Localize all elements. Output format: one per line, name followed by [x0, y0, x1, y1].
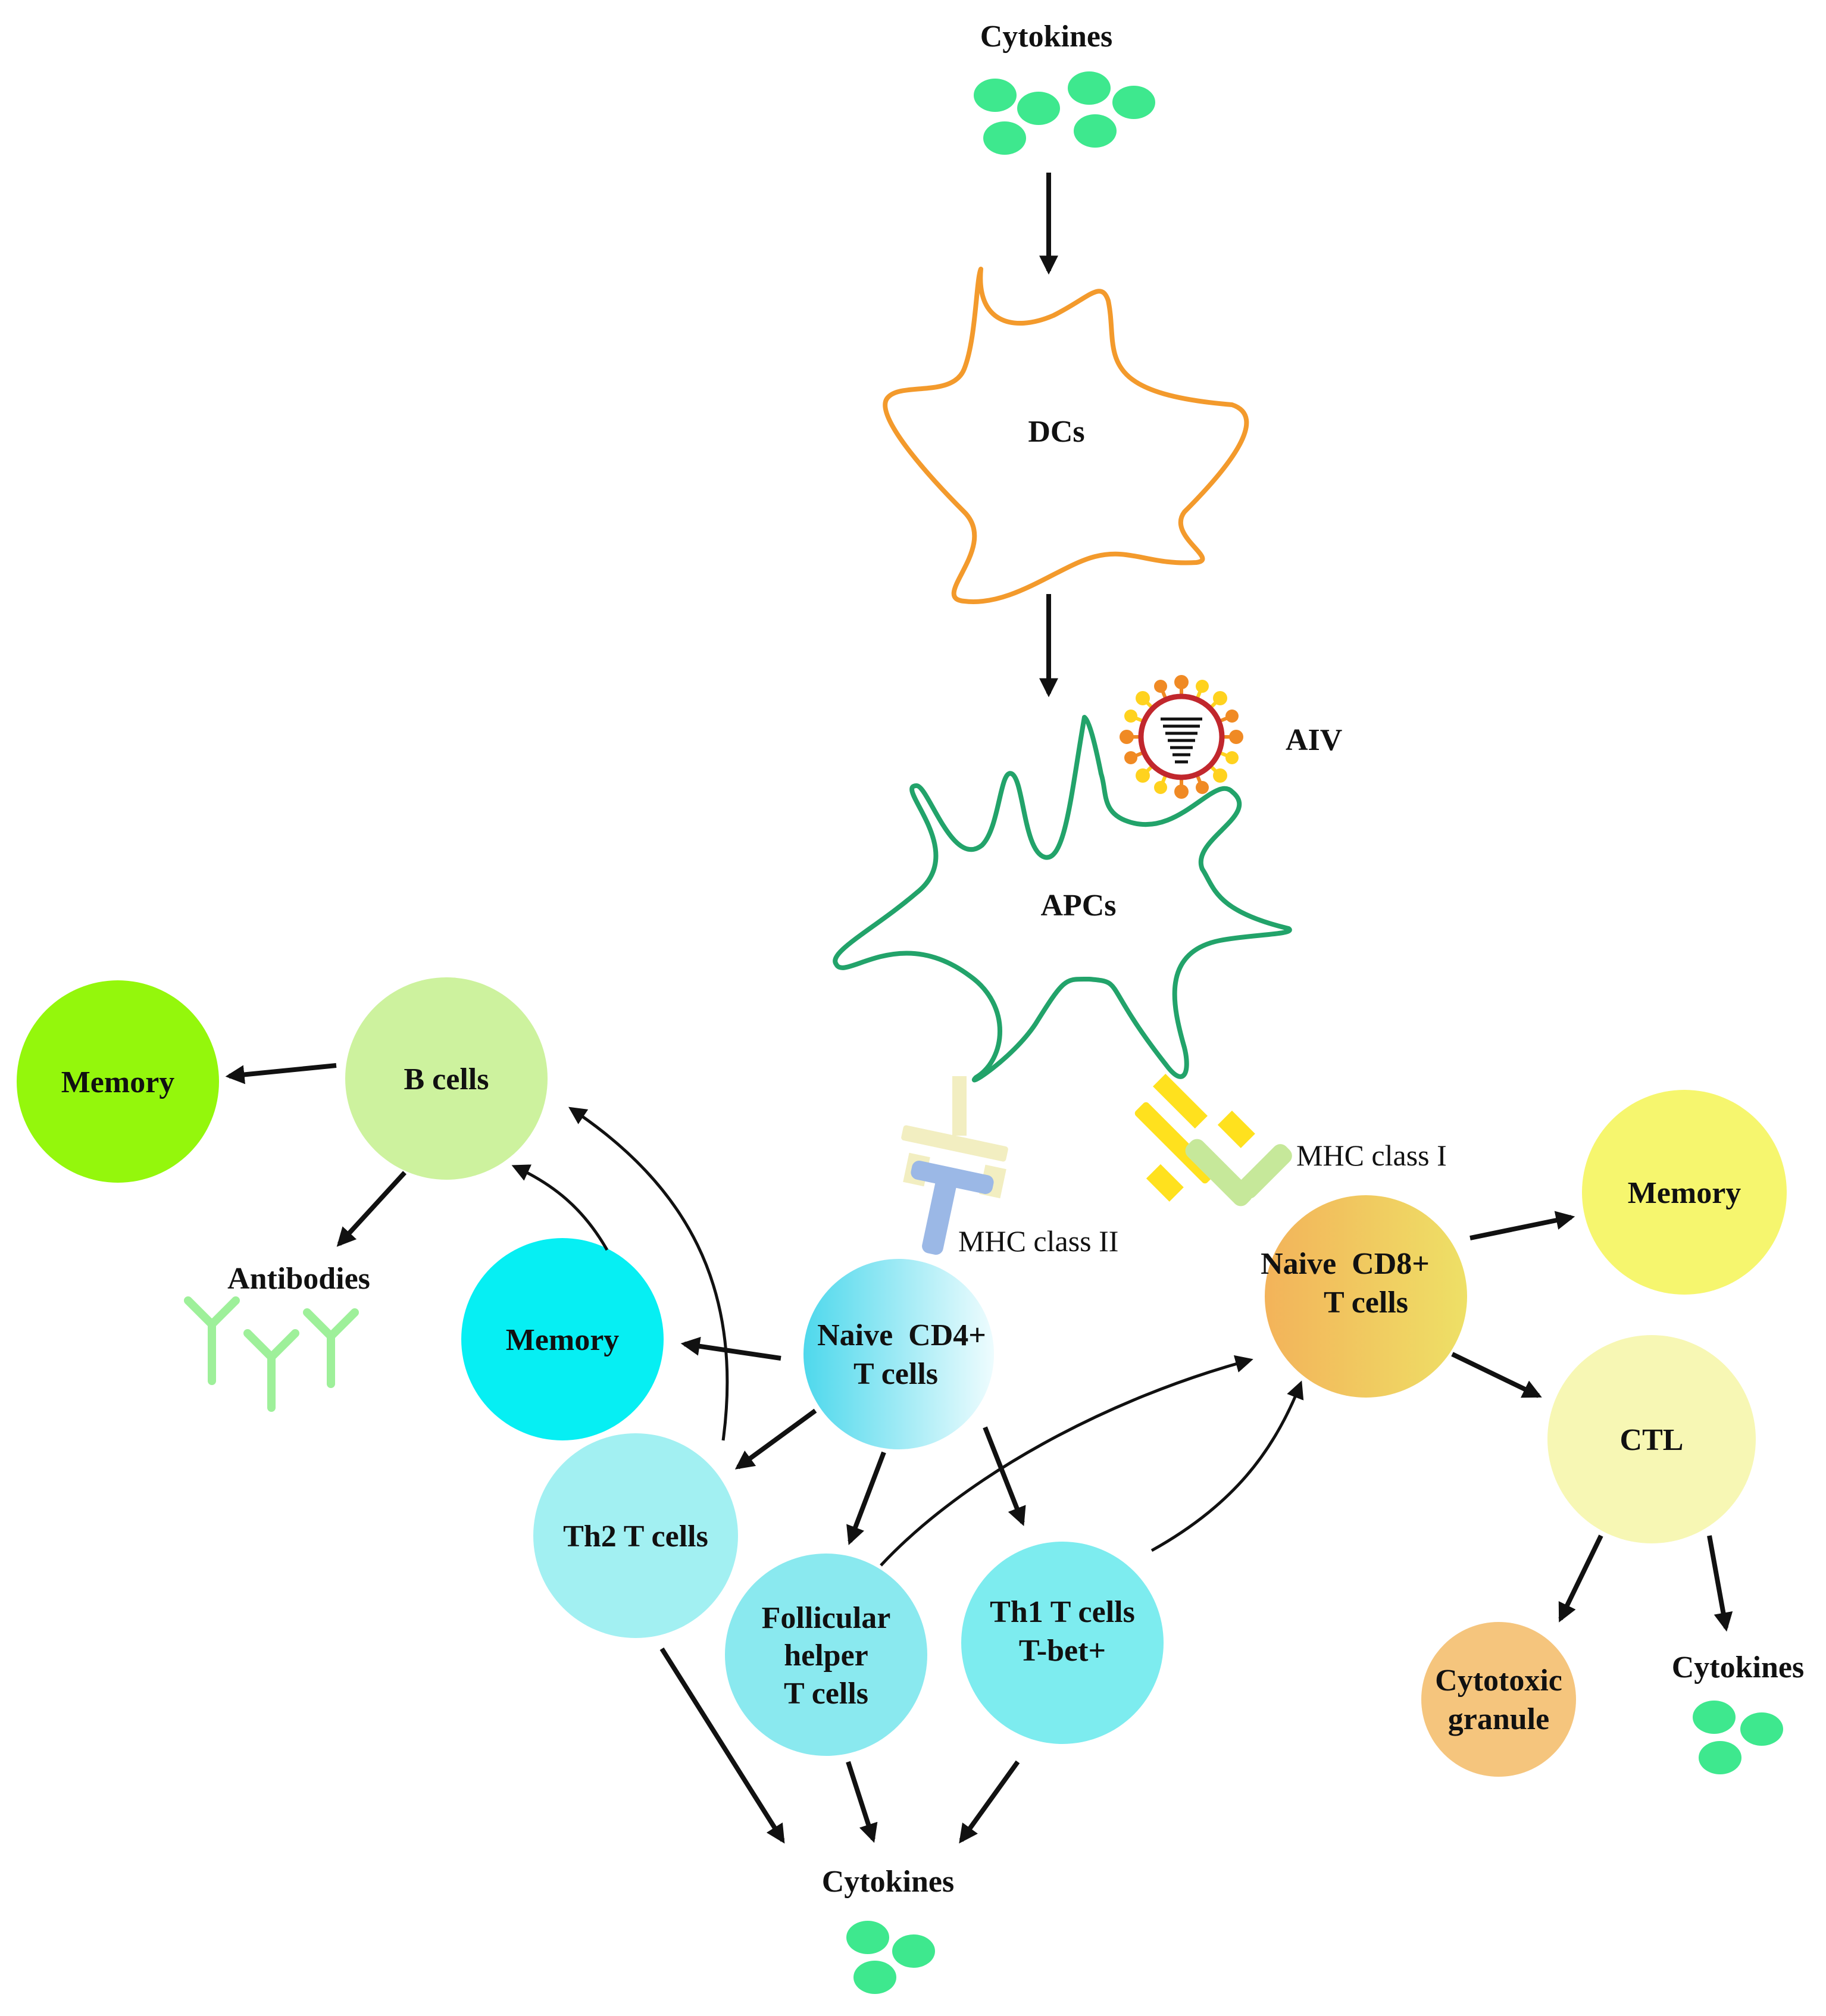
cytokines-bottom-label: Cytokines [822, 1865, 954, 1899]
arrow-bcells-to-memory [225, 1063, 337, 1084]
th1-label-line2: T-bet+ [1019, 1634, 1106, 1668]
dcs-label: DCs [1028, 415, 1084, 449]
th2-label: Th2 T cells [563, 1520, 708, 1554]
naive-cd4-label-line1: Naive CD4+ [817, 1318, 986, 1352]
apc-cell-shape [833, 715, 1292, 1083]
cytotoxic-label-line1: Cytotoxic [1435, 1664, 1562, 1698]
arrow-cd4-to-th1 [983, 1426, 1026, 1526]
b-cells-label: B cells [404, 1062, 489, 1096]
aiv-label: AIV [1286, 723, 1342, 757]
cytokine-dot [983, 121, 1026, 155]
memory-cd4-cell [461, 1238, 664, 1440]
aiv-virus-icon [1120, 675, 1243, 799]
arrow-cd4-to-tfh [846, 1451, 886, 1545]
cytokine-dot [1074, 114, 1117, 148]
cytokine-dot [1693, 1701, 1736, 1734]
memory-cd8-cell [1582, 1090, 1787, 1295]
cytokine-dot [1112, 86, 1155, 119]
b-cells-circle [345, 977, 548, 1180]
arrow-ctl-to-cytokines [1707, 1535, 1733, 1632]
cytokines-top-label: Cytokines [980, 20, 1112, 54]
arrow-th1-to-cytokines [959, 1760, 1020, 1844]
arrow-cd8-to-memory [1469, 1211, 1575, 1240]
cytokine-dot [974, 79, 1017, 112]
dc-cell-shape [883, 267, 1249, 604]
arrow-ctl-to-cytotoxic [1558, 1534, 1603, 1623]
mhc-class-ii-receptor [901, 1076, 1008, 1255]
cytotoxic-granule-cell [1421, 1622, 1576, 1777]
tfh-label-line2: helper [784, 1639, 868, 1673]
arrow-th2-to-cytokines [659, 1647, 785, 1844]
arrow-tfh-to-cytokines [846, 1761, 878, 1843]
follicular-helper-t-cells [725, 1554, 927, 1756]
cytokine-dot [1699, 1741, 1741, 1774]
ctl-label: CTL [1620, 1423, 1684, 1457]
cytokines-top-dots [974, 71, 1155, 155]
memory-b-label: Memory [61, 1065, 175, 1099]
apcs-label: APCs [1040, 889, 1116, 923]
cytokine-dot [1740, 1712, 1783, 1746]
curve-th2-to-bcells [568, 1107, 729, 1441]
cytokine-dot [1068, 71, 1111, 105]
ctl-cell [1547, 1335, 1756, 1543]
tfh-label-line1: Follicular [762, 1601, 891, 1635]
cytokines-ctl-dots [1693, 1701, 1783, 1774]
arrow-cd4-to-th2 [734, 1408, 817, 1470]
cytokine-dot [846, 1921, 889, 1954]
th2-t-cells [533, 1433, 738, 1638]
antibodies-icon [184, 1296, 359, 1412]
cytokine-dot [853, 1961, 896, 1994]
tfh-label-line3: T cells [784, 1677, 868, 1711]
curve-tfh-to-cd8 [880, 1355, 1253, 1567]
arrow-cd4-to-memory [680, 1336, 781, 1361]
cytokines-ctl-label: Cytokines [1672, 1651, 1804, 1684]
mhc-class-i-receptor [1134, 1074, 1292, 1207]
th1-label-line1: Th1 T cells [990, 1595, 1135, 1629]
memory-b-cell [17, 980, 219, 1183]
arrow-bcells-to-antibodies [336, 1171, 407, 1247]
cytokine-dot [892, 1934, 935, 1968]
cytotoxic-label-line2: granule [1448, 1702, 1549, 1736]
memory-cd8-label: Memory [1628, 1176, 1741, 1210]
naive-cd8-t-cells [1265, 1195, 1467, 1398]
naive-cd4-t-cells [803, 1259, 994, 1449]
mhc-class-i-label: MHC class I [1296, 1139, 1447, 1172]
mhc-class-ii-label: MHC class II [958, 1224, 1118, 1258]
th1-t-cells [961, 1542, 1164, 1744]
antibodies-label: Antibodies [227, 1262, 370, 1296]
curve-memory-to-bcells [511, 1164, 609, 1251]
naive-cd4-label-line2: T cells [853, 1357, 938, 1391]
cytokines-bottom-dots [846, 1921, 935, 1994]
naive-cd8-label-line2: T cells [1324, 1286, 1408, 1320]
naive-cd8-label-line1: Naive CD8+ [1261, 1247, 1430, 1281]
memory-cd4-label: Memory [506, 1323, 620, 1357]
curve-th1-to-cd8 [1150, 1380, 1304, 1552]
cytokine-dot [1017, 92, 1060, 125]
arrow-cd8-to-ctl [1451, 1352, 1542, 1398]
